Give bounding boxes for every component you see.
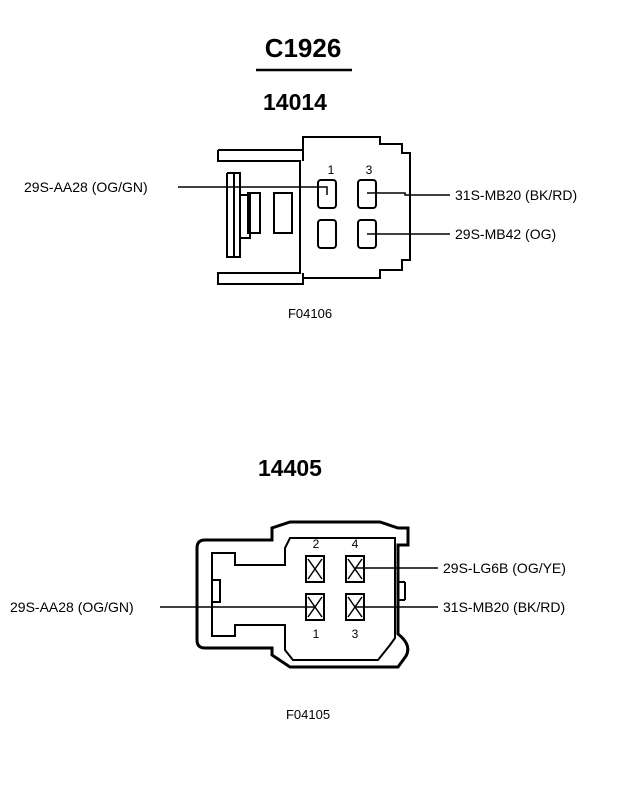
connector-b-housing xyxy=(195,520,410,669)
connector-b-part-number: 14405 xyxy=(258,455,322,481)
connector-b-pin-4 xyxy=(345,555,365,583)
diagram-title: C1926 xyxy=(265,33,342,63)
connector-a-part-number: 14014 xyxy=(263,89,327,115)
connector-a-pin-1 xyxy=(317,179,337,209)
connector-b-wire-right-top: 29S-LG6B (OG/YE) xyxy=(443,560,566,576)
connector-b-pin-label-1: 1 xyxy=(313,627,320,641)
connector-a-leader-right-top xyxy=(367,192,450,196)
connector-b-wire-right-bottom: 31S-MB20 (BK/RD) xyxy=(443,599,565,615)
connector-14014: 14014 1 3 29S-AA28 (OG/GN) 31S-MB20 (BK/… xyxy=(24,89,577,321)
connector-a-wire-right-bottom: 29S-MB42 (OG) xyxy=(455,226,556,242)
connector-a-pin-2 xyxy=(317,219,337,249)
connector-b-figure-id: F04105 xyxy=(286,707,330,722)
connector-14405: 14405 xyxy=(10,455,566,722)
connector-a-leader-left xyxy=(178,186,328,195)
connector-b-wire-left: 29S-AA28 (OG/GN) xyxy=(10,599,134,615)
connector-a-housing xyxy=(217,136,411,285)
connector-a-figure-id: F04106 xyxy=(288,306,332,321)
connector-a-pin-label-3: 3 xyxy=(366,163,373,177)
connector-a-wire-right-top: 31S-MB20 (BK/RD) xyxy=(455,187,577,203)
connector-a-pin-label-1: 1 xyxy=(328,163,335,177)
connector-a-pin-3 xyxy=(357,179,377,209)
connector-a-wire-left: 29S-AA28 (OG/GN) xyxy=(24,179,148,195)
connector-b-pin-2 xyxy=(305,555,325,583)
connector-b-pin-label-3: 3 xyxy=(352,627,359,641)
connector-b-pin-label-4: 4 xyxy=(352,537,359,551)
connector-b-pin-label-2: 2 xyxy=(313,537,320,551)
